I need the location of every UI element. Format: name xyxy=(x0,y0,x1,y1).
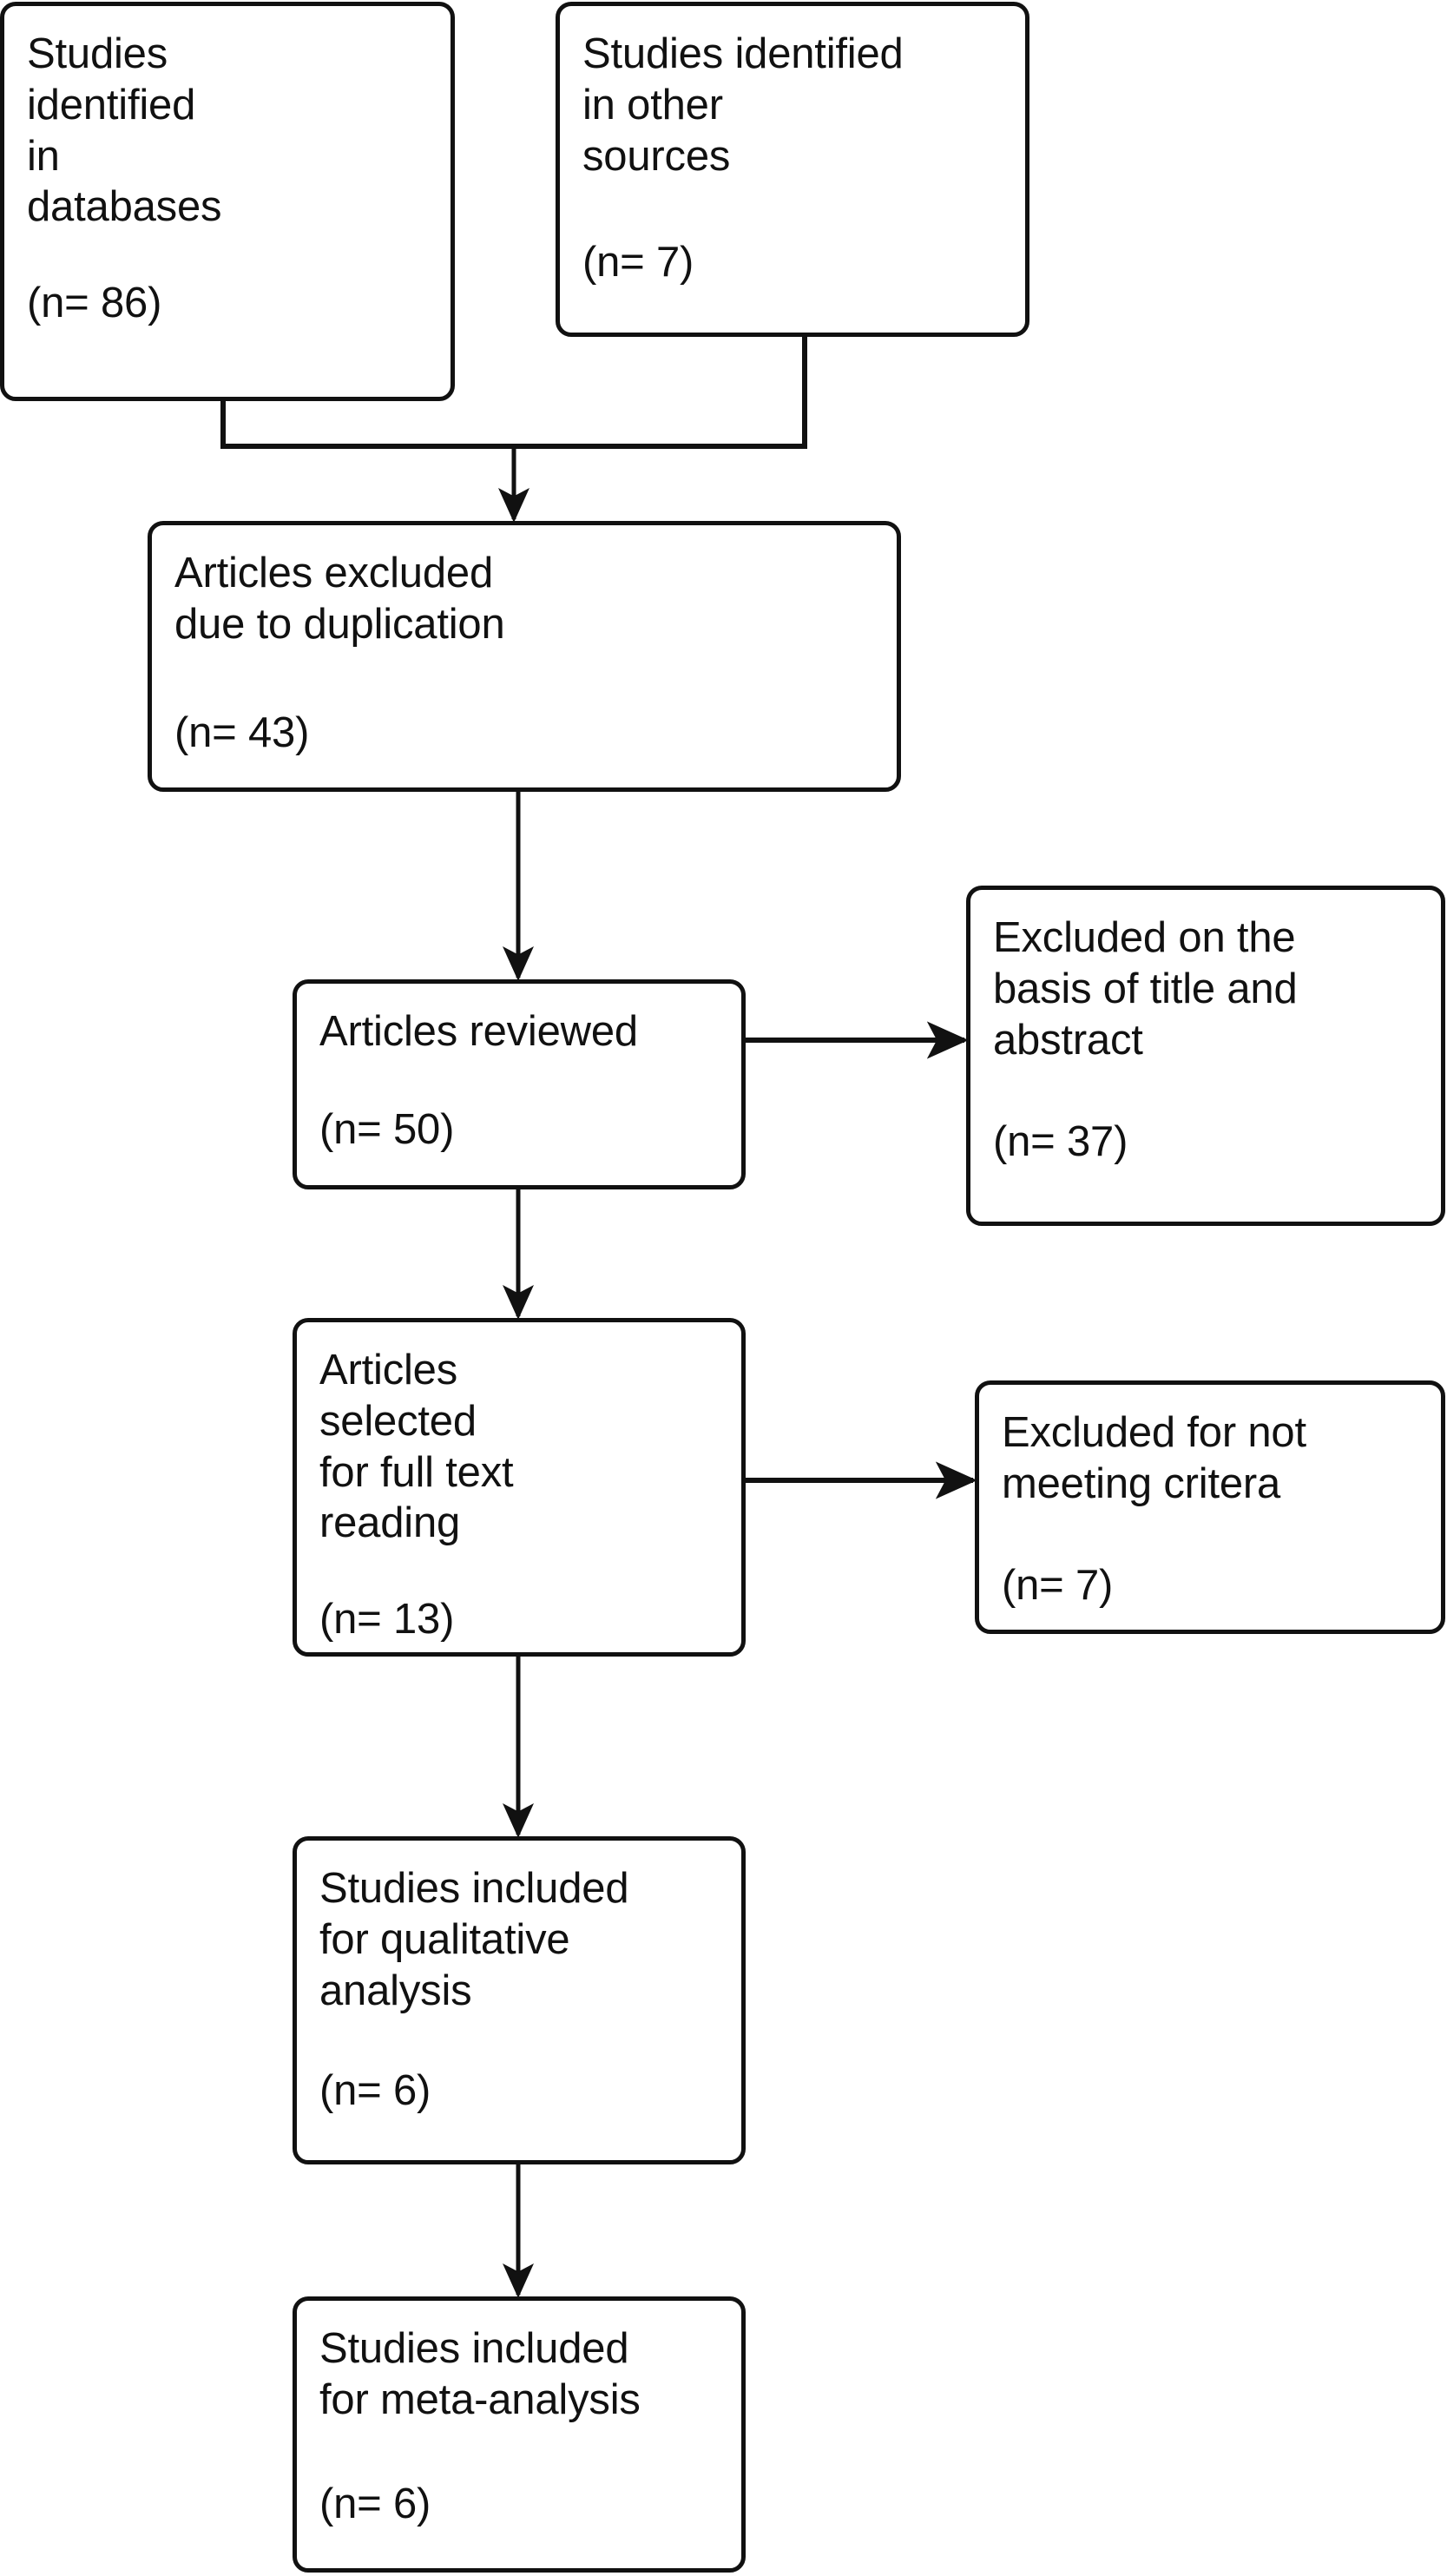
node-included-qualitative-count: (n= 6) xyxy=(319,2066,431,2114)
node-articles-fulltext-count: (n= 13) xyxy=(319,1595,455,1643)
node-excluded-duplication: Articles excluded due to duplication (n=… xyxy=(148,521,901,792)
node-excluded-duplication-label: Articles excluded due to duplication xyxy=(174,550,505,648)
connector-databases-to-merge xyxy=(220,401,514,449)
node-articles-reviewed-count: (n= 50) xyxy=(319,1105,455,1153)
node-identified-databases-label: Studies identified in databases xyxy=(27,30,222,231)
node-articles-fulltext: Articles selected for full text reading … xyxy=(293,1318,746,1657)
node-included-meta-analysis-label: Studies included for meta-analysis xyxy=(319,2325,641,2423)
node-excluded-criteria-count: (n= 7) xyxy=(1002,1562,1114,1610)
node-identified-other-sources-label: Studies identified in other sources xyxy=(582,30,904,180)
node-excluded-criteria-label: Excluded for not meeting critera xyxy=(1002,1409,1306,1507)
node-included-meta-analysis: Studies included for meta-analysis (n= 6… xyxy=(293,2296,746,2573)
node-excluded-title-abstract-count: (n= 37) xyxy=(993,1118,1128,1166)
node-identified-databases: Studies identified in databases (n= 86) xyxy=(0,2,455,401)
node-excluded-title-abstract-label: Excluded on the basis of title and abstr… xyxy=(993,914,1298,1064)
node-identified-other-sources-count: (n= 7) xyxy=(582,239,694,287)
node-articles-reviewed-label: Articles reviewed xyxy=(319,1008,638,1055)
node-identified-other-sources: Studies identified in other sources (n= … xyxy=(556,2,1029,337)
node-excluded-duplication-count: (n= 43) xyxy=(174,708,310,756)
node-included-qualitative-label: Studies included for qualitative analysi… xyxy=(319,1865,629,2014)
node-articles-reviewed: Articles reviewed (n= 50) xyxy=(293,979,746,1189)
node-included-meta-analysis-count: (n= 6) xyxy=(319,2480,431,2527)
node-excluded-title-abstract: Excluded on the basis of title and abstr… xyxy=(966,886,1445,1226)
node-identified-databases-count: (n= 86) xyxy=(27,279,162,326)
node-included-qualitative: Studies included for qualitative analysi… xyxy=(293,1836,746,2164)
connector-other-to-merge xyxy=(514,337,807,449)
node-articles-fulltext-label: Articles selected for full text reading xyxy=(319,1347,514,1547)
node-excluded-criteria: Excluded for not meeting critera (n= 7) xyxy=(975,1380,1445,1634)
